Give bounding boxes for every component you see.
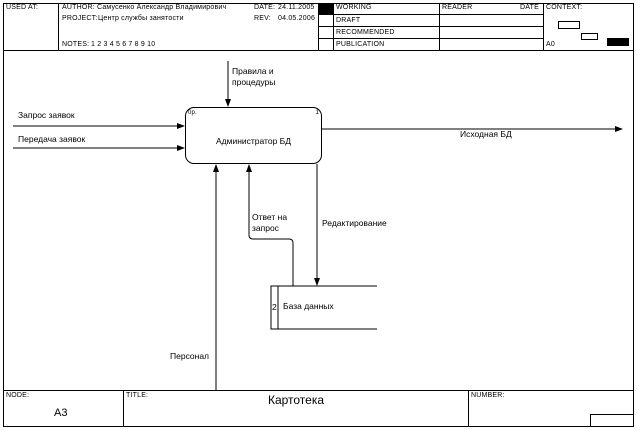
edit-label: Редактирование: [322, 218, 387, 228]
context-box: [558, 21, 580, 29]
number-label: NUMBER:: [471, 392, 505, 399]
status-draft: DRAFT: [336, 17, 361, 24]
output-label: Исходная БД: [460, 129, 512, 139]
working-status-mark: [319, 4, 333, 14]
footer-divider: [468, 390, 469, 427]
feedback-arrow: [246, 164, 294, 286]
rev-value: 04.05.2006: [278, 15, 316, 22]
node-label: NODE:: [6, 392, 30, 399]
footer-top-line: [3, 390, 634, 391]
header-bottom-line: [3, 50, 634, 51]
control-label: Правила и процедуры: [232, 66, 276, 87]
data-store-id: 2: [272, 302, 277, 312]
reader-date-label: DATE: [520, 4, 539, 11]
header-divider: [58, 3, 59, 50]
author-value: Самусенко Александр Владимирович: [97, 4, 227, 11]
header-divider: [543, 3, 544, 50]
activity-number: 1: [315, 110, 319, 116]
data-store-label[interactable]: База данных: [283, 301, 334, 311]
status-row-line: [318, 26, 543, 27]
reader-label: READER: [442, 4, 473, 11]
activity-box[interactable]: 0р. 1 Администратор БД: [185, 107, 322, 164]
date-label: DATE:: [254, 4, 276, 11]
feedback-label: Ответ на запрос: [252, 212, 288, 233]
notes-value: 1 2 3 4 5 6 7 8 9 10: [91, 41, 156, 48]
project-value: Центр службы занятости: [98, 15, 184, 22]
mechanism-label: Персонал: [170, 351, 210, 361]
context-current-box: [607, 38, 629, 46]
rev-label: REV:: [254, 15, 271, 22]
data-store-outline: [270, 285, 377, 330]
node-value: А3: [54, 407, 68, 419]
project-label: PROJECT:: [62, 15, 98, 22]
activity-corner-left: 0р.: [188, 110, 197, 116]
date-value: 24.11.2005: [278, 4, 315, 11]
title-label: TITLE:: [126, 392, 149, 399]
input-label-2: Передача заявок: [18, 134, 86, 144]
input-label-1: Запрос заявок: [18, 110, 75, 120]
footer-page-box-line: [590, 414, 634, 415]
status-recommended: RECOMMENDED: [336, 29, 395, 36]
status-publication: PUBLICATION: [336, 41, 385, 48]
status-row-line: [318, 14, 543, 15]
author-label: AUTHOR:: [62, 4, 95, 11]
context-box: [581, 33, 598, 40]
footer-divider: [123, 390, 124, 427]
activity-label: Администратор БД: [215, 136, 292, 146]
used-at-label: USED AT:: [6, 4, 39, 11]
status-row-line: [318, 38, 543, 39]
diagram-title: Картотека: [267, 393, 325, 407]
context-label: CONTEXT:: [546, 4, 583, 11]
context-node: A0: [546, 41, 555, 48]
footer-page-box-line: [590, 414, 591, 427]
status-working: WORKING: [336, 4, 372, 11]
notes-label: NOTES:: [62, 41, 90, 48]
